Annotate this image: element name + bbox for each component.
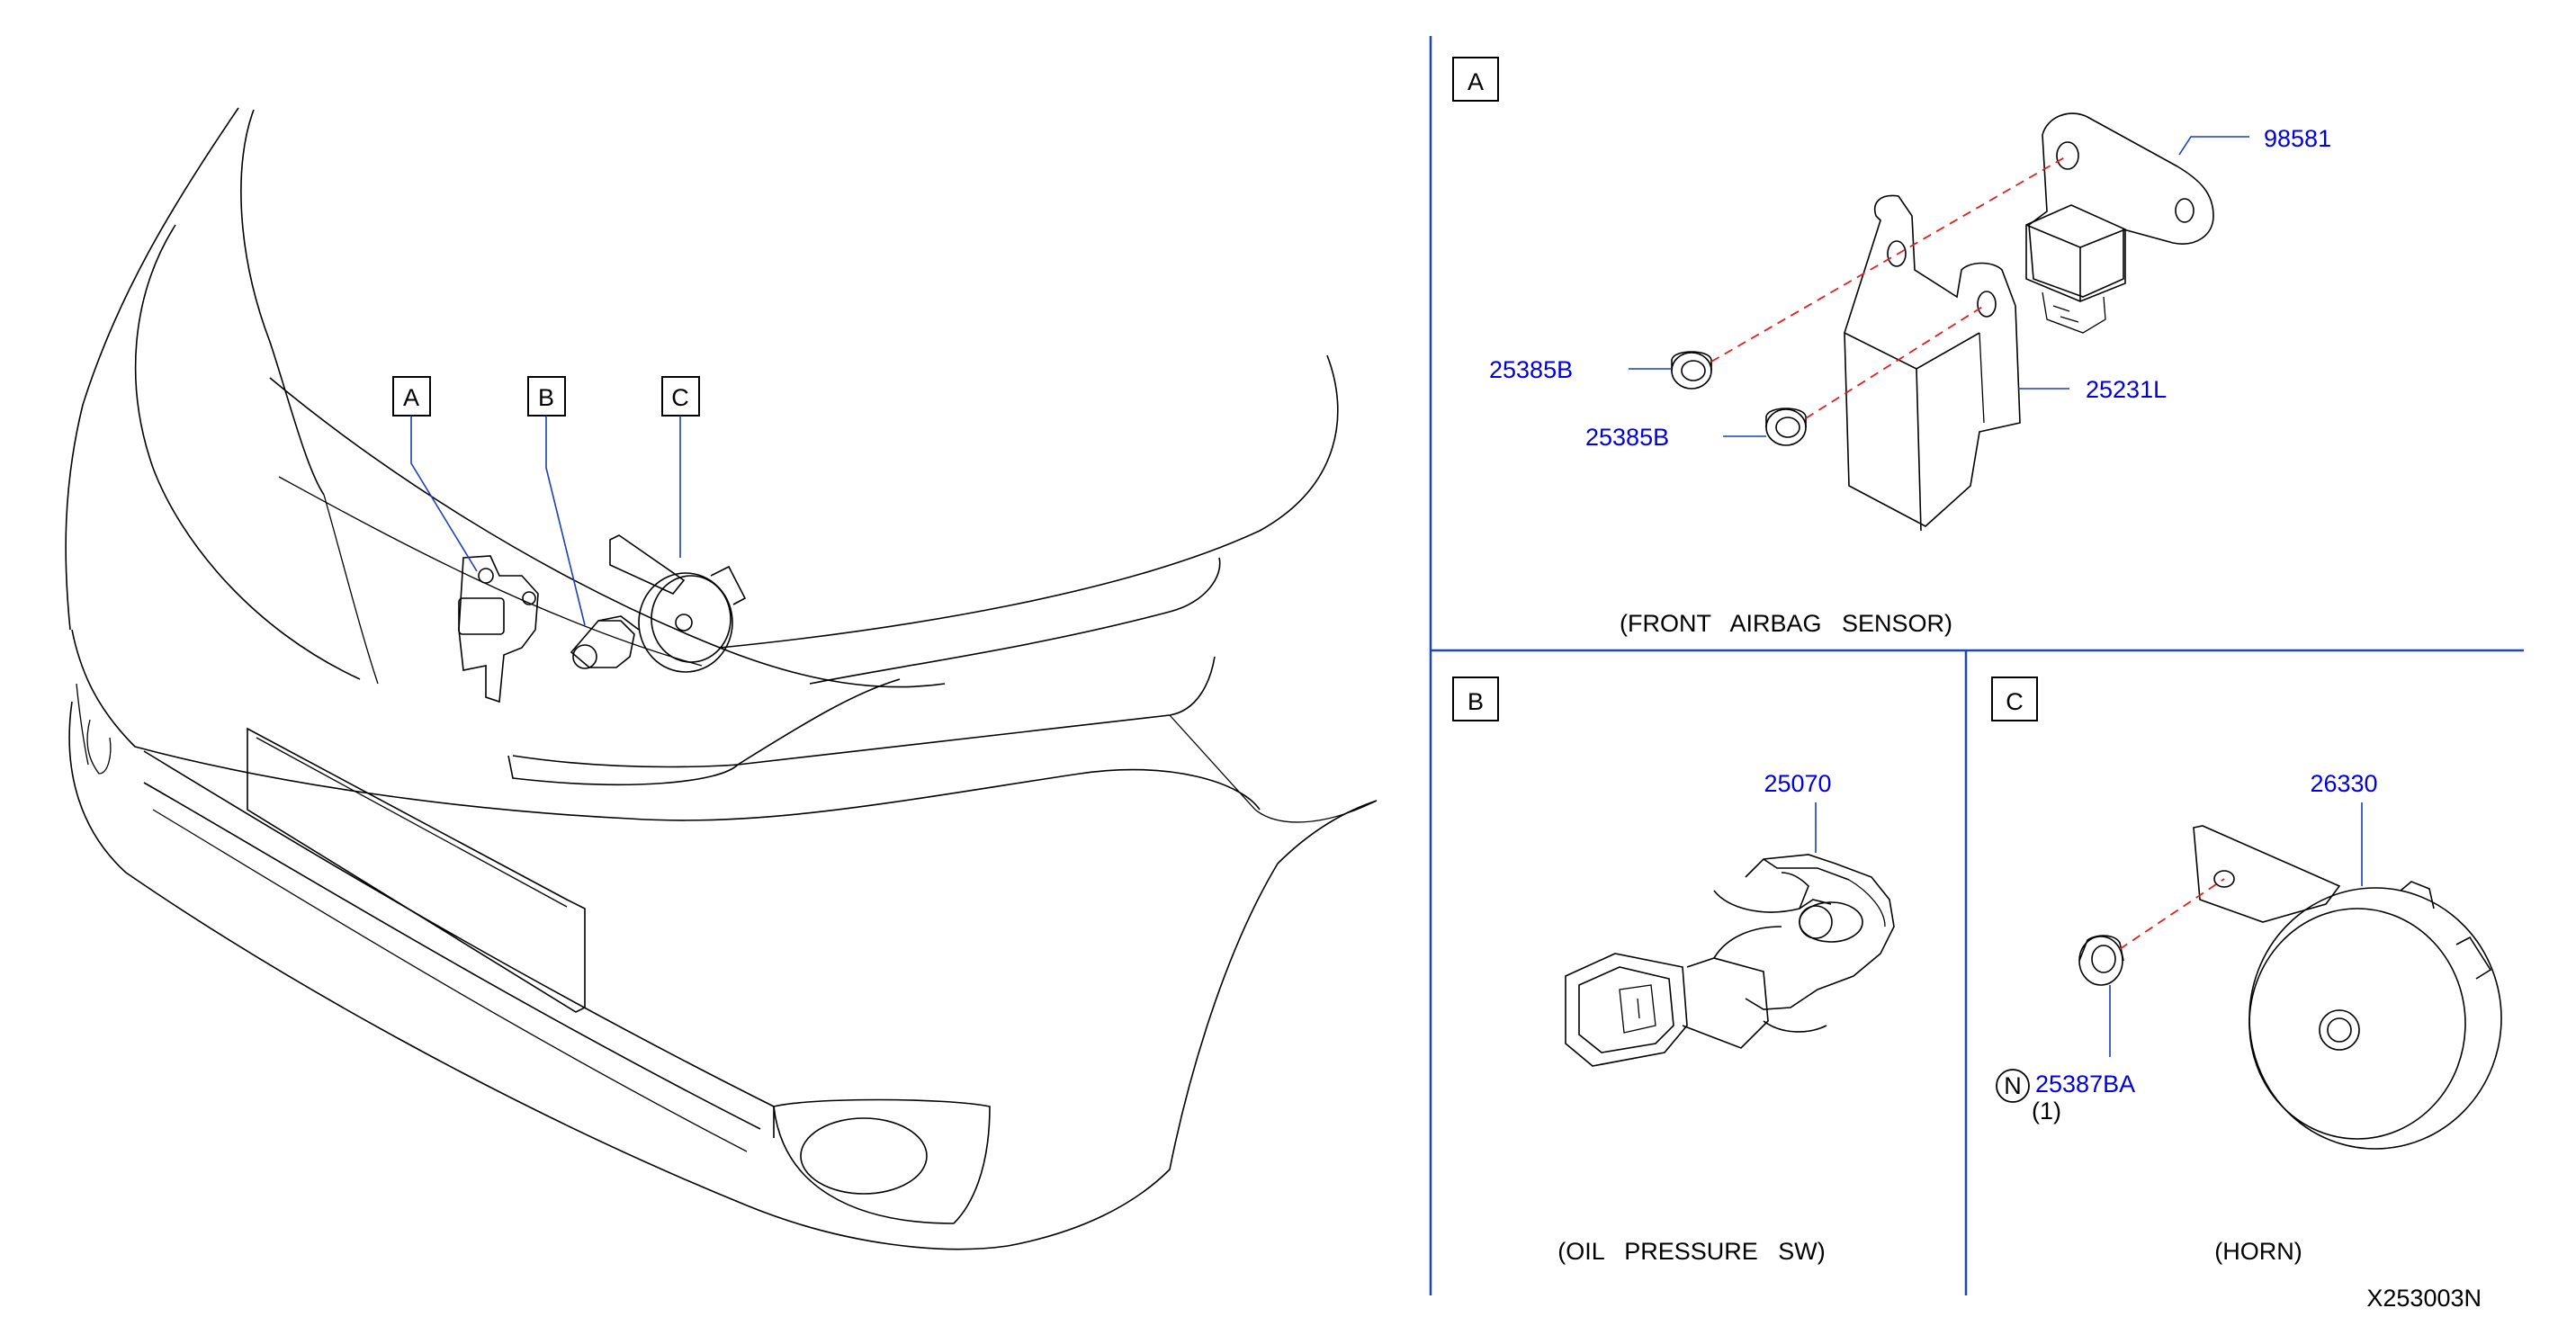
nut-25387ba [2078, 935, 2124, 986]
svg-text:A: A [403, 384, 419, 411]
svg-text:B: B [538, 384, 554, 411]
section-a: A [1452, 57, 2331, 637]
section-b: B 25070 (OIL PRESSURE SW) [1452, 676, 1895, 1265]
part-no-26330: 26330 [2310, 770, 2377, 797]
caption-oil-pressure-sw: (OIL PRESSURE SW) [1557, 1238, 1826, 1265]
section-c: C 26330 N 25387BA (1) (HORN) [1991, 676, 2502, 1265]
svg-text:A: A [1468, 68, 1484, 95]
bracket-25231l [1844, 194, 2021, 532]
new-part-marker [1996, 1069, 2030, 1103]
svg-text:C: C [2006, 688, 2024, 715]
callout-a: A [392, 376, 478, 572]
panel-dividers [1429, 36, 2524, 1295]
caption-horn: (HORN) [2214, 1238, 2302, 1265]
airbag-sensor-98581 [2025, 112, 2214, 334]
diagram-code: X253003N [2366, 1285, 2482, 1312]
part-no-25070: 25070 [1764, 770, 1831, 797]
horn-26330 [2193, 825, 2502, 1150]
svg-text:C: C [671, 384, 689, 411]
part-no-25231l: 25231L [2086, 376, 2167, 403]
overview-airbag-sensor [458, 555, 539, 703]
part-no-98581: 98581 [2264, 125, 2331, 152]
nut-25385b-lower [1765, 408, 1807, 446]
svg-text:B: B [1468, 688, 1484, 715]
oil-pressure-switch-25070 [1565, 854, 1895, 1067]
nut-25385b-upper [1671, 351, 1712, 390]
svg-text:N: N [2004, 1072, 2022, 1099]
overview-horn [609, 534, 747, 673]
callout-b: B [527, 376, 586, 626]
overview-oil-pressure-switch [570, 615, 640, 669]
caption-front-airbag-sensor: (FRONT AIRBAG SENSOR) [1620, 610, 1952, 637]
callout-c: C [661, 376, 700, 558]
part-no-25387ba: 25387BA [2035, 1071, 2135, 1098]
part-quantity: (1) [2032, 1098, 2061, 1124]
part-no-25385b-upper: 25385B [1489, 356, 1573, 383]
vehicle-front-illustration: A B C [65, 107, 1378, 1250]
part-no-25385b-lower: 25385B [1585, 424, 1669, 451]
